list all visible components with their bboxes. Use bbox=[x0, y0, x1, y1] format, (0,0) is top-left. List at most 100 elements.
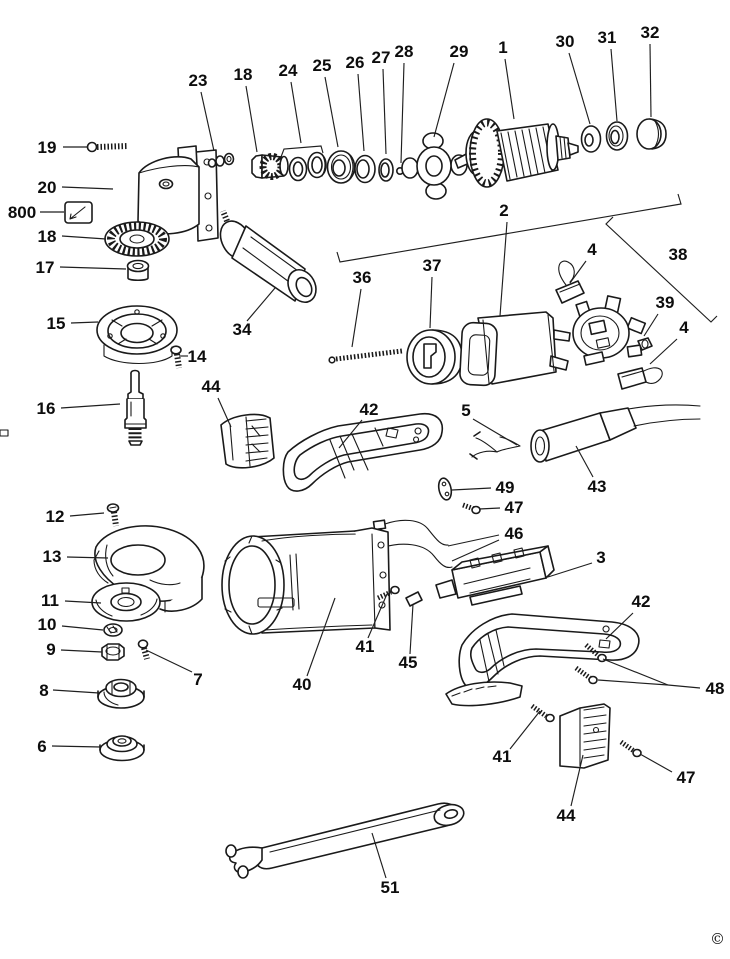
part-label-27: 27 bbox=[372, 48, 391, 67]
screw-part-12 bbox=[106, 503, 120, 527]
part-label-17: 17 bbox=[36, 258, 55, 277]
part-label-6: 6 bbox=[37, 737, 46, 756]
pinion-part-18 bbox=[251, 153, 289, 180]
leader-line-51 bbox=[371, 832, 387, 879]
leader-line-44 bbox=[570, 754, 584, 807]
switch-part-3 bbox=[435, 545, 555, 606]
screw-part-41-right bbox=[530, 703, 555, 723]
leader-line-44 bbox=[217, 397, 232, 428]
leader-line-32 bbox=[649, 43, 652, 118]
leader-line-6 bbox=[51, 745, 102, 748]
bearing-part-31 bbox=[605, 121, 629, 151]
brush-cover-part-44-left bbox=[220, 413, 275, 469]
leader-line-20 bbox=[61, 186, 114, 190]
leader-line-42 bbox=[605, 612, 634, 640]
small-parts-23 bbox=[207, 152, 235, 168]
screw-part-36 bbox=[328, 348, 403, 364]
leader-line-5 bbox=[472, 418, 518, 446]
part-label-18: 18 bbox=[234, 65, 253, 84]
part-label-9: 9 bbox=[46, 640, 55, 659]
leader-line-1 bbox=[504, 58, 515, 120]
copyright-mark: © bbox=[710, 930, 725, 948]
part-label-20: 20 bbox=[38, 178, 57, 197]
bushing-part-17 bbox=[126, 259, 150, 282]
leader-line-18 bbox=[61, 235, 107, 240]
part-label-4: 4 bbox=[679, 318, 689, 337]
ring-part-26 bbox=[354, 154, 376, 184]
nut-part-9 bbox=[101, 643, 125, 661]
cord-protector-part-43 bbox=[530, 404, 701, 463]
part-label-44: 44 bbox=[202, 377, 221, 396]
leader-line-34 bbox=[246, 287, 276, 322]
group-38-bracket bbox=[605, 216, 718, 323]
side-handle-part-34 bbox=[219, 209, 317, 304]
leader-line-17 bbox=[59, 266, 127, 270]
part-label-43: 43 bbox=[588, 477, 607, 496]
leader-line-4 bbox=[569, 260, 587, 284]
part-label-42: 42 bbox=[632, 592, 651, 611]
leader-line-29 bbox=[433, 62, 455, 138]
leader-line-42 bbox=[338, 419, 363, 449]
cord-clamp-part-49 bbox=[437, 477, 453, 501]
gear-case-part-20 bbox=[137, 145, 219, 242]
leader-line-36 bbox=[351, 288, 362, 348]
field-part-2 bbox=[459, 311, 571, 387]
air-baffle-part-37 bbox=[406, 329, 463, 385]
part-label-2: 2 bbox=[499, 201, 508, 220]
part-label-36: 36 bbox=[353, 268, 372, 287]
part-label-4: 4 bbox=[587, 240, 597, 259]
brush-holder-part-38 bbox=[572, 295, 647, 366]
ring-part-27 bbox=[378, 158, 394, 182]
brush-cover-part-44-bottom bbox=[559, 703, 611, 769]
lubricant-part-800 bbox=[64, 201, 93, 224]
leader-line-2 bbox=[499, 221, 508, 317]
leader-line-40 bbox=[306, 597, 336, 677]
motor-housing-part-40 bbox=[221, 527, 391, 635]
part-label-24: 24 bbox=[279, 61, 298, 80]
leader-line-45 bbox=[409, 603, 414, 655]
leader-line-24 bbox=[290, 81, 302, 144]
leader-line-46 bbox=[451, 539, 500, 562]
leader-line-30 bbox=[568, 52, 591, 125]
part-label-28: 28 bbox=[395, 42, 414, 61]
part-label-26: 26 bbox=[346, 53, 365, 72]
part-label-38: 38 bbox=[669, 245, 688, 264]
part-label-40: 40 bbox=[293, 675, 312, 694]
outer-flange-part-8 bbox=[97, 678, 145, 709]
screw-part-47-right bbox=[619, 739, 642, 758]
leader-line-16 bbox=[60, 403, 121, 409]
screw-part-14 bbox=[170, 345, 182, 369]
part-label-23: 23 bbox=[189, 71, 208, 90]
part-label-29: 29 bbox=[450, 42, 469, 61]
handle-half-part-42-top bbox=[0, 412, 444, 492]
leader-line-46 bbox=[447, 534, 500, 547]
leader-line-10 bbox=[61, 625, 104, 631]
part-label-15: 15 bbox=[47, 314, 66, 333]
leader-line-23 bbox=[200, 91, 215, 152]
part-label-46: 46 bbox=[505, 524, 524, 543]
leader-line-11 bbox=[64, 600, 102, 604]
part-label-13: 13 bbox=[43, 547, 62, 566]
part-label-41: 41 bbox=[356, 637, 375, 656]
leader-line-8 bbox=[52, 689, 100, 694]
gear-wheel-part-18 bbox=[104, 221, 170, 257]
part-label-39: 39 bbox=[656, 293, 675, 312]
part-label-37: 37 bbox=[423, 256, 442, 275]
part-label-48: 48 bbox=[706, 679, 725, 698]
screw-part-41 bbox=[376, 585, 400, 601]
leader-line-7 bbox=[145, 649, 193, 673]
bearing-flange-part-15 bbox=[96, 305, 178, 364]
armature-part-1 bbox=[454, 118, 579, 188]
inner-flange-part-6 bbox=[99, 735, 145, 762]
leader-line-47 bbox=[478, 507, 501, 510]
part-label-12: 12 bbox=[46, 507, 65, 526]
part-label-45: 45 bbox=[399, 653, 418, 672]
part-label-47: 47 bbox=[505, 498, 524, 517]
leader-line-26 bbox=[357, 73, 365, 152]
leader-line-41 bbox=[367, 593, 388, 639]
part-label-51: 51 bbox=[381, 878, 400, 897]
bearing-part-25 bbox=[326, 150, 356, 184]
part-label-49: 49 bbox=[496, 478, 515, 497]
leader-line-47 bbox=[639, 753, 673, 773]
